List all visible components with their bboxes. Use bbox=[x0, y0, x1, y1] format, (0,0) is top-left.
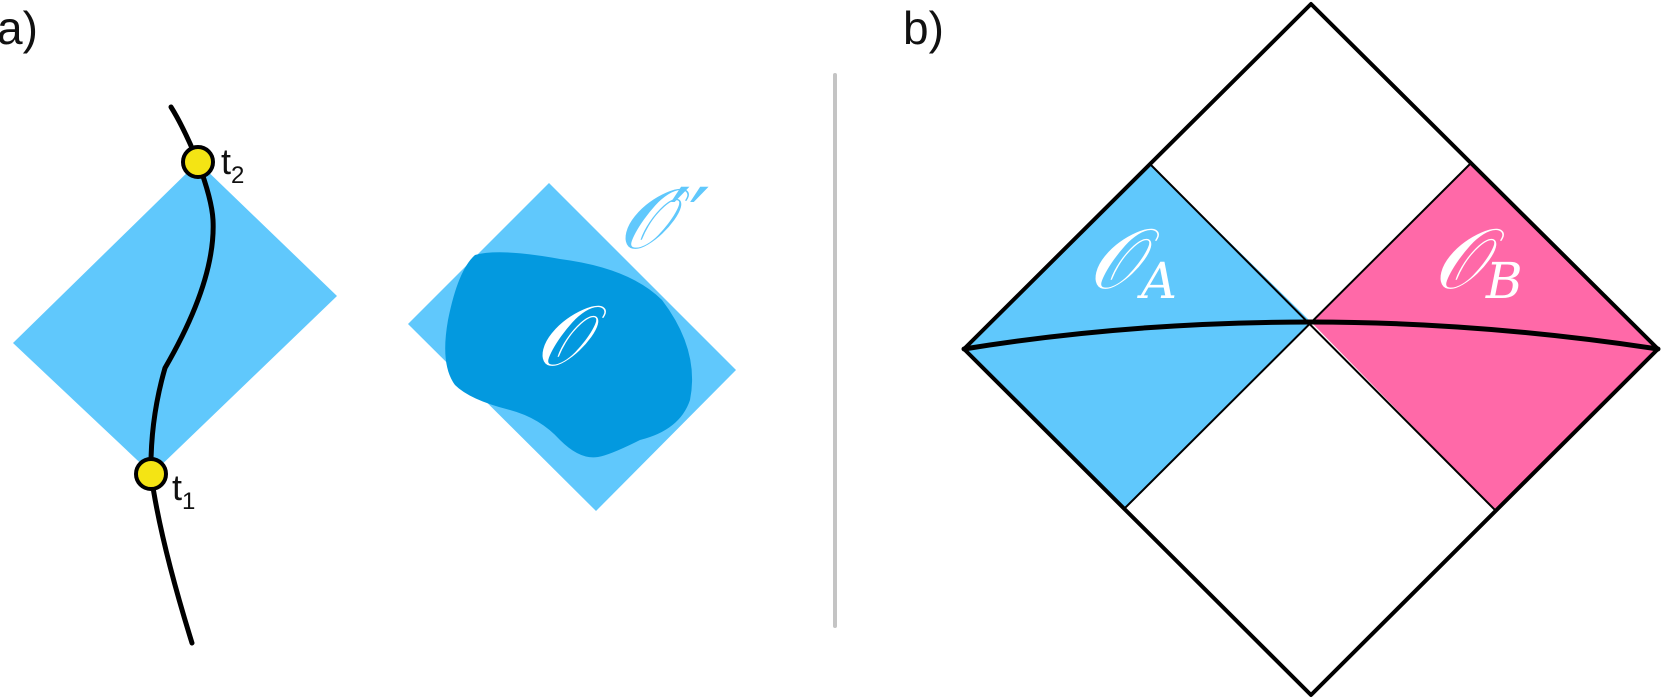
t1-label: t1 bbox=[172, 467, 195, 515]
inner-line-1 bbox=[1149, 163, 1497, 512]
inner-line-2 bbox=[1123, 163, 1471, 510]
t2-label: t2 bbox=[221, 141, 244, 189]
causal-diamond-left bbox=[13, 162, 337, 474]
panel-a-label: a) bbox=[0, 2, 38, 54]
region-b-wedge bbox=[1311, 164, 1658, 511]
cauchy-slice bbox=[961, 319, 1661, 352]
region-a-wedge bbox=[964, 164, 1311, 509]
panel-b-label: b) bbox=[903, 2, 944, 54]
t2-marker bbox=[181, 145, 215, 179]
double-commutant-label: 𝒪′′ bbox=[618, 170, 709, 268]
region-o-blob bbox=[445, 252, 693, 458]
panel-a: a) t2 t1 𝒪 𝒪′′ bbox=[0, 2, 736, 646]
outer-diamond bbox=[962, 2, 1660, 697]
t1-marker bbox=[134, 457, 168, 491]
panel-b: b) 𝒪A 𝒪B bbox=[903, 2, 1661, 697]
